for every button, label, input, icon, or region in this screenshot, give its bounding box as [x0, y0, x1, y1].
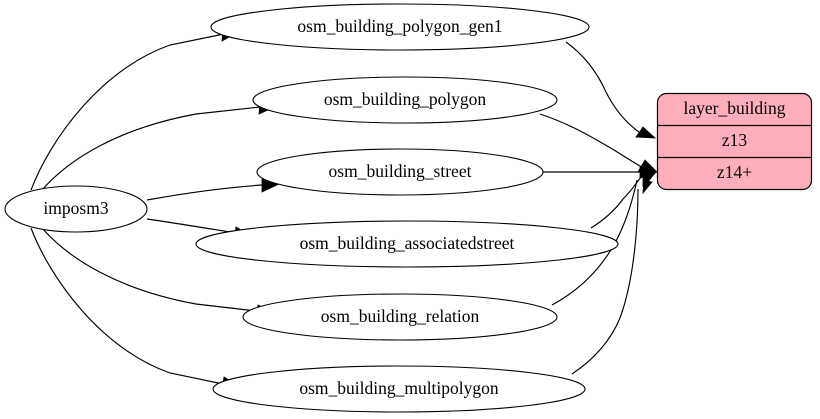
node-osm_building_polygon[interactable]: osm_building_polygon [252, 76, 558, 124]
edge-osm_building_multipolygon-to-layer_building-z14 [571, 179, 653, 375]
edge-osm_building_polygon-to-layer_building-z14 [539, 113, 658, 173]
node-osm_building_multipolygon-label: osm_building_multipolygon [299, 378, 499, 398]
node-layer_building[interactable]: layer_building z13 z14+ [656, 92, 813, 191]
edge-imposm3-to-osm_building_polygon_gen1 [30, 27, 242, 191]
node-osm_building_polygon-label: osm_building_polygon [324, 89, 487, 109]
node-osm_building_relation-label: osm_building_relation [321, 306, 480, 326]
edge-group-tables-to-layer [539, 41, 659, 375]
node-osm_building_associatedstreet[interactable]: osm_building_associatedstreet [195, 220, 619, 268]
edge-osm_building_street-to-layer_building-z14 [543, 165, 659, 179]
edge-imposm3-to-osm_building_polygon [41, 100, 279, 191]
layer_building-title-label: layer_building [683, 98, 785, 118]
node-osm_building_street-label: osm_building_street [329, 161, 472, 181]
node-osm_building_multipolygon[interactable]: osm_building_multipolygon [212, 365, 586, 413]
node-osm_building_polygon_gen1[interactable]: osm_building_polygon_gen1 [210, 3, 590, 51]
layer_building-z13-label: z13 [722, 130, 748, 150]
node-osm_building_associatedstreet-label: osm_building_associatedstreet [300, 233, 515, 253]
edge-imposm3-to-osm_building_street [146, 178, 281, 201]
node-osm_building_relation[interactable]: osm_building_relation [242, 293, 558, 341]
node-osm_building_street[interactable]: osm_building_street [256, 148, 544, 196]
node-imposm3[interactable]: imposm3 [4, 185, 148, 233]
layer_building-z14-label: z14+ [717, 162, 752, 182]
node-imposm3-label: imposm3 [43, 198, 108, 218]
edge-osm_building_polygon_gen1-to-layer_building-z13 [565, 41, 657, 139]
node-osm_building_polygon_gen1-label: osm_building_polygon_gen1 [297, 16, 502, 36]
